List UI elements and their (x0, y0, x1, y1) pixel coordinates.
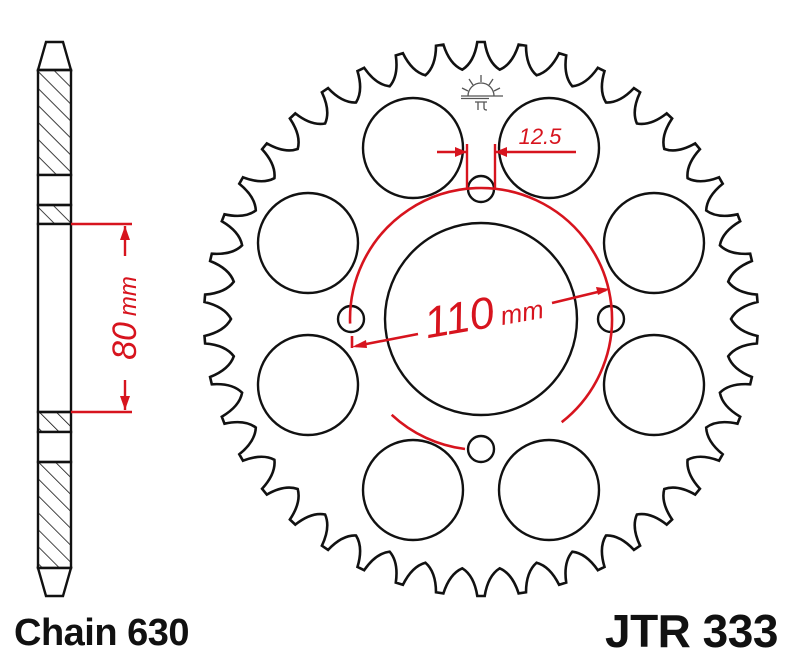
part-number-label: JTR 333 (605, 605, 778, 657)
hatch-bottom-large (36, 460, 73, 570)
lightening-hole (256, 333, 360, 437)
body (36, 222, 73, 414)
hatch-bottom-small (36, 410, 73, 434)
pcd-dimension-label: 110mm (420, 279, 546, 348)
gap-bottom (36, 430, 73, 464)
center-hole (383, 221, 579, 417)
bolt-hole-dimension (437, 144, 576, 188)
jt-sun-logo-icon (461, 75, 503, 111)
top-cap (36, 40, 73, 72)
lightening-hole (602, 191, 706, 295)
lightening-hole (361, 438, 465, 542)
bolt-hole-dimension-label: 12.5 (519, 124, 563, 149)
bottom-cap (36, 566, 73, 598)
lightening-hole (602, 333, 706, 437)
hatch-top-small (36, 203, 73, 226)
lightening-hole (497, 438, 601, 542)
lightening-hole (361, 96, 465, 200)
pcd-dimension (350, 287, 610, 348)
bolt-hole (466, 434, 496, 464)
pcd-circle (348, 186, 614, 451)
offset-dimension-label: 80mm (106, 276, 144, 360)
offset-dimension (71, 222, 132, 414)
lightening-hole (256, 191, 360, 295)
side-profile (36, 40, 73, 598)
holes (256, 96, 706, 542)
chain-size-label: Chain 630 (14, 612, 190, 654)
lightening-hole (497, 96, 601, 200)
sprocket-outline (203, 40, 759, 598)
hatch-top-large (36, 68, 73, 177)
gap-top (36, 173, 73, 207)
